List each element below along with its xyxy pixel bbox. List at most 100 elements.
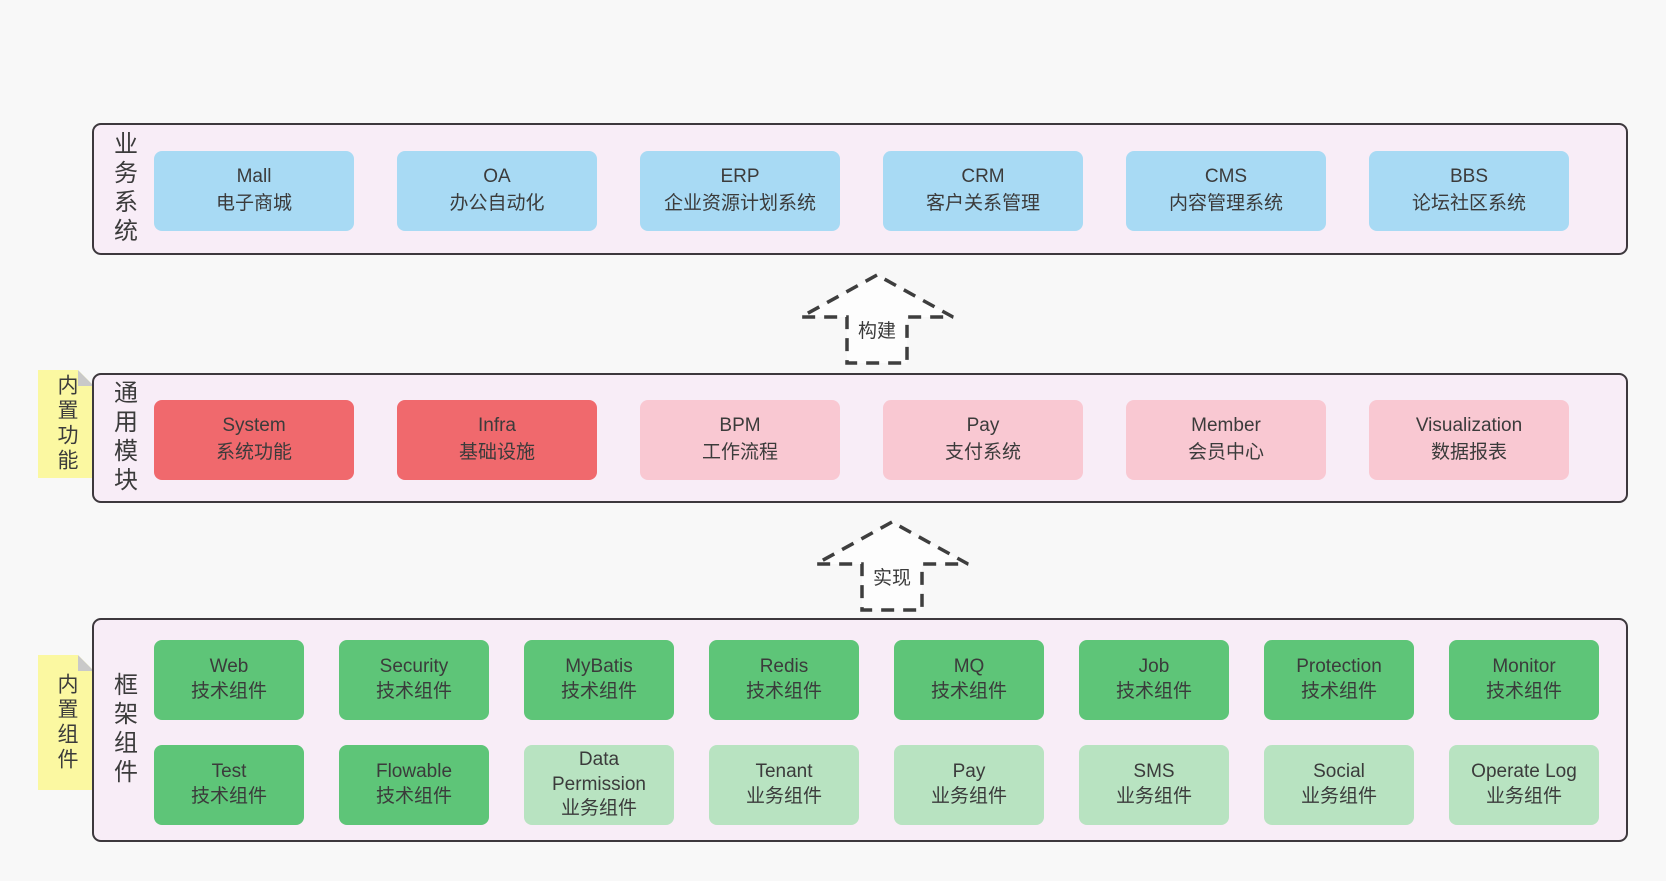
box-redis: Redis 技术组件	[709, 640, 859, 720]
box-subtitle: 技术组件	[190, 681, 267, 702]
box-subtitle: 技术组件	[930, 681, 1007, 702]
box-flowable: Flowable 技术组件	[339, 745, 489, 825]
box-title: CRM	[961, 166, 1005, 188]
box-title: Infra	[477, 415, 517, 437]
box-job: Job 技术组件	[1079, 640, 1229, 720]
box-operate-log: Operate Log 业务组件	[1449, 745, 1599, 825]
box-security: Security 技术组件	[339, 640, 489, 720]
box-subtitle: 业务组件	[930, 786, 1007, 807]
box-subtitle: 论坛社区系统	[1411, 193, 1526, 214]
box-data-permission: Data Permission 业务组件	[524, 745, 674, 825]
box-subtitle: 业务组件	[745, 786, 822, 807]
sticky-note-label: 内置功能	[55, 374, 78, 474]
arrow-implement-label: 实现	[867, 562, 917, 591]
box-subtitle: 技术组件	[375, 681, 452, 702]
box-bpm: BPM 工作流程	[640, 400, 840, 480]
box-title: Job	[1138, 656, 1170, 678]
arrow-implement: 实现	[812, 518, 972, 614]
box-title: CMS	[1204, 166, 1248, 188]
box-title: Mall	[236, 166, 272, 188]
box-mybatis: MyBatis 技术组件	[524, 640, 674, 720]
box-web: Web 技术组件	[154, 640, 304, 720]
box-member: Member 会员中心	[1126, 400, 1326, 480]
box-title: Protection	[1296, 656, 1382, 678]
box-title: Operate Log	[1471, 761, 1577, 783]
box-title: Redis	[759, 656, 809, 678]
box-subtitle: 技术组件	[190, 786, 267, 807]
box-test: Test 技术组件	[154, 745, 304, 825]
layer-framework-components: 框架组件 Web 技术组件 Security 技术组件 MyBatis 技术组件…	[92, 618, 1628, 842]
box-pay-component: Pay 业务组件	[894, 745, 1044, 825]
modules-box-row: System 系统功能 Infra 基础设施 BPM 工作流程 Pay 支付系统…	[154, 400, 1569, 480]
box-bbs: BBS 论坛社区系统	[1369, 151, 1569, 231]
box-subtitle: 技术组件	[1115, 681, 1192, 702]
box-mall: Mall 电子商城	[154, 151, 354, 231]
box-title: Test	[211, 761, 247, 783]
box-title: Security	[379, 656, 449, 678]
box-crm: CRM 客户关系管理	[883, 151, 1083, 231]
box-oa: OA 办公自动化	[397, 151, 597, 231]
box-subtitle: 数据报表	[1430, 442, 1507, 463]
box-title: OA	[483, 166, 511, 188]
box-title: Social	[1313, 761, 1365, 783]
box-subtitle: 系统功能	[215, 442, 292, 463]
layer-label-business-systems: 业务系统	[109, 131, 137, 247]
business-box-row: Mall 电子商城 OA 办公自动化 ERP 企业资源计划系统 CRM 客户关系…	[154, 151, 1569, 231]
box-subtitle: 工作流程	[701, 442, 778, 463]
box-tenant: Tenant 业务组件	[709, 745, 859, 825]
layer-label-framework-components: 框架组件	[109, 672, 137, 788]
layer-label-common-modules: 通用模块	[109, 380, 137, 496]
box-title: Web	[209, 656, 249, 678]
box-title: Tenant	[755, 761, 813, 783]
components-box-row-2: Test 技术组件 Flowable 技术组件 Data Permission …	[154, 745, 1599, 825]
box-title: MyBatis	[565, 656, 633, 678]
layer-common-modules: 通用模块 System 系统功能 Infra 基础设施 BPM 工作流程 Pay…	[92, 373, 1628, 503]
box-title: BBS	[1449, 166, 1489, 188]
box-subtitle: 技术组件	[1485, 681, 1562, 702]
box-erp: ERP 企业资源计划系统	[640, 151, 840, 231]
box-sms: SMS 业务组件	[1079, 745, 1229, 825]
box-title: Data Permission	[552, 748, 646, 795]
box-mq: MQ 技术组件	[894, 640, 1044, 720]
box-title: MQ	[953, 656, 985, 678]
box-subtitle: 技术组件	[745, 681, 822, 702]
layer-business-systems: 业务系统 Mall 电子商城 OA 办公自动化 ERP 企业资源计划系统 CRM…	[92, 123, 1628, 255]
box-subtitle: 技术组件	[375, 786, 452, 807]
arrow-build: 构建	[797, 271, 957, 367]
components-box-row-1: Web 技术组件 Security 技术组件 MyBatis 技术组件 Redi…	[154, 640, 1599, 720]
box-subtitle: 会员中心	[1187, 442, 1264, 463]
box-subtitle: 电子商城	[215, 193, 292, 214]
box-visualization: Visualization 数据报表	[1369, 400, 1569, 480]
sticky-note-label: 内置组件	[55, 672, 78, 773]
box-pay-module: Pay 支付系统	[883, 400, 1083, 480]
box-subtitle: 技术组件	[1300, 681, 1377, 702]
box-subtitle: 业务组件	[1115, 786, 1192, 807]
box-title: Visualization	[1415, 415, 1523, 437]
box-subtitle: 业务组件	[560, 798, 637, 820]
box-system: System 系统功能	[154, 400, 354, 480]
box-protection: Protection 技术组件	[1264, 640, 1414, 720]
box-infra: Infra 基础设施	[397, 400, 597, 480]
box-subtitle: 业务组件	[1485, 786, 1562, 807]
box-title: SMS	[1133, 761, 1175, 783]
box-subtitle: 客户关系管理	[925, 193, 1040, 214]
sticky-note-built-in-components: 内置组件	[38, 655, 94, 790]
box-subtitle: 办公自动化	[449, 193, 545, 214]
arrow-build-label: 构建	[852, 315, 902, 344]
box-title: System	[222, 415, 286, 437]
box-subtitle: 技术组件	[560, 681, 637, 702]
sticky-note-built-in-features: 内置功能	[38, 370, 94, 478]
box-title: Monitor	[1492, 656, 1556, 678]
box-subtitle: 内容管理系统	[1168, 193, 1283, 214]
box-title: Pay	[952, 761, 986, 783]
box-social: Social 业务组件	[1264, 745, 1414, 825]
box-cms: CMS 内容管理系统	[1126, 151, 1326, 231]
box-title: BPM	[719, 415, 761, 437]
box-monitor: Monitor 技术组件	[1449, 640, 1599, 720]
box-title: Flowable	[375, 761, 453, 783]
box-title: Member	[1191, 415, 1261, 437]
box-title: Pay	[966, 415, 1000, 437]
box-subtitle: 业务组件	[1300, 786, 1377, 807]
box-subtitle: 企业资源计划系统	[663, 193, 816, 214]
